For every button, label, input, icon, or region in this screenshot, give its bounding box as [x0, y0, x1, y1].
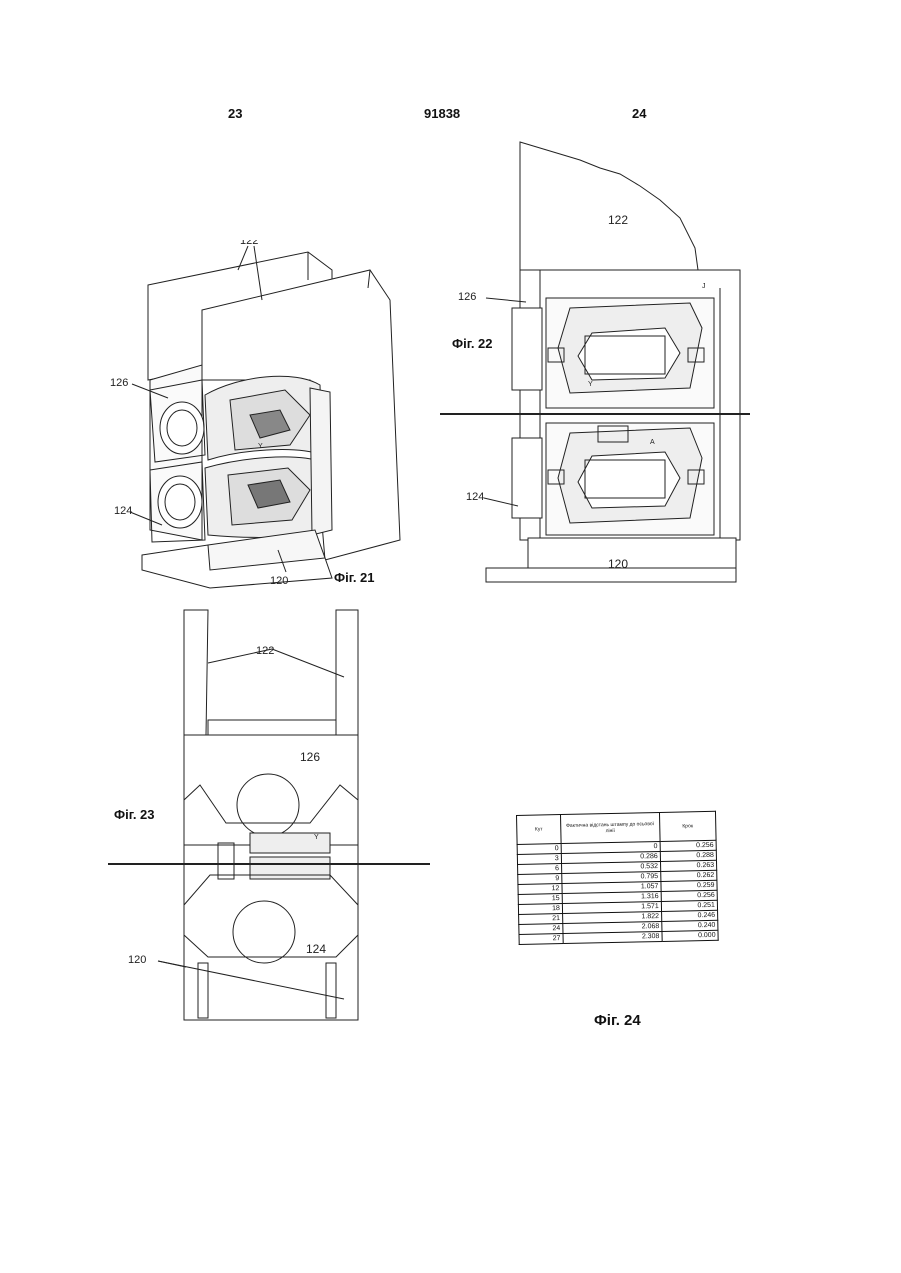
table-cell: 0.263: [660, 860, 716, 871]
fig22-mark-y: Y: [588, 381, 593, 388]
fig22-label-126: 126: [458, 291, 476, 303]
figure-23-caption: Фіг. 23: [114, 807, 155, 822]
table-cell: 21: [519, 914, 563, 925]
table-cell: 3: [517, 854, 561, 865]
table-cell: 0.246: [661, 910, 717, 921]
figure-23: 122 126 124 120 Y Фіг. 23: [100, 605, 440, 1030]
page-number-right: 24: [632, 106, 646, 121]
table-cell: 0.256: [660, 840, 716, 851]
table-cell: 0.251: [661, 900, 717, 911]
figure-22: 122 126 124 120 Y A J Фіг. 22: [440, 138, 750, 593]
fig21-mark-y: Y: [258, 443, 263, 450]
fig23-label-124: 124: [306, 942, 326, 956]
fig23-label-126: 126: [300, 750, 320, 764]
figure-23-drawing: 122 126 124 120 Y Фіг. 23: [100, 605, 440, 1030]
fig23-label-120: 120: [128, 954, 146, 966]
fig21-label-122: 122: [240, 240, 258, 247]
table-cell: 0.000: [662, 930, 718, 941]
fig21-label-120: 120: [270, 575, 288, 587]
fig23-label-122: 122: [256, 645, 274, 657]
fig22-label-124: 124: [466, 491, 484, 503]
table-cell: 27: [519, 934, 563, 945]
table-cell: 2.308: [563, 931, 662, 943]
fig22-label-120: 120: [608, 557, 628, 571]
fig21-label-124: 124: [114, 505, 132, 517]
table-cell: 0.259: [661, 880, 717, 891]
fig21-label-126: 126: [110, 377, 128, 389]
table-cell: 6: [518, 864, 562, 875]
fig22-mark-j: J: [702, 283, 706, 290]
table-header-row: Кут Фактична відстань штампу до осьової …: [517, 811, 717, 844]
table-cell: 24: [519, 924, 563, 935]
figure-24-table: Кут Фактична відстань штампу до осьової …: [516, 811, 719, 945]
fig22-mark-a: A: [650, 439, 655, 446]
column-header-step: Крок: [659, 811, 716, 841]
figure-21: 122 126 124 120 Y Фіг. 21: [110, 240, 420, 595]
fig22-label-122: 122: [608, 213, 628, 227]
figure-24-table-wrapper: Кут Фактична відстань штампу до осьової …: [516, 811, 719, 945]
figure-21-drawing: 122 126 124 120 Y Фіг. 21: [110, 240, 420, 595]
table-cell: 9: [518, 874, 562, 885]
table-cell: 15: [518, 894, 562, 905]
table-cell: 12: [518, 884, 562, 895]
page-number-left: 23: [228, 106, 242, 121]
table-cell: 0: [517, 844, 561, 855]
fig23-mark-y: Y: [314, 834, 319, 841]
document-number: 91838: [424, 106, 460, 121]
table-cell: 0.262: [661, 870, 717, 881]
table-cell: 0.288: [660, 850, 716, 861]
column-header-angle: Кут: [517, 815, 561, 845]
table-cell: 0.256: [661, 890, 717, 901]
column-header-distance: Фактична відстань штампу до осьової ліні…: [560, 812, 660, 843]
table-cell: 0.240: [662, 920, 718, 931]
figure-24-caption: Фіг. 24: [594, 1012, 641, 1029]
table-cell: 18: [518, 904, 562, 915]
figure-21-caption: Фіг. 21: [334, 570, 375, 585]
figure-22-drawing: 122 126 124 120 Y A J Фіг. 22: [440, 138, 750, 593]
figure-22-caption: Фіг. 22: [452, 336, 493, 351]
